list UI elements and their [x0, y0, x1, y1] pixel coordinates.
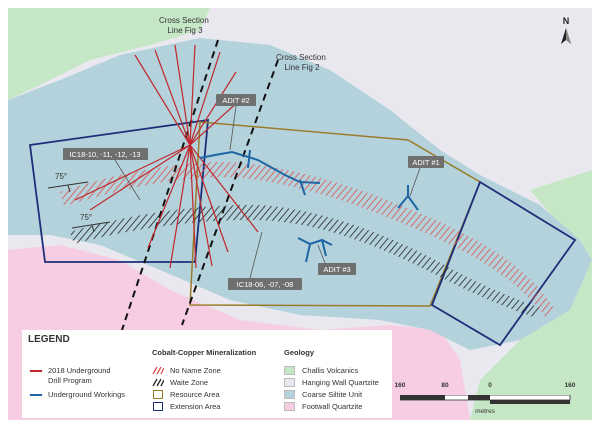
challis-volcanics-area: [8, 8, 210, 100]
drill-label-north-text: IC18-10, -11, -12, -13: [69, 150, 140, 159]
blue-line-icon: [30, 390, 42, 399]
cross-section-fig3-label: Cross Section Line Fig 3: [159, 16, 211, 35]
red-line-icon: [30, 366, 42, 375]
legend-waite-zone-label: Waite Zone: [170, 378, 209, 387]
legend-extension-area-label: Extension Area: [170, 402, 221, 411]
red-hatch-icon: [152, 366, 165, 375]
legend-drill-program: 2018 Underground Drill Program: [30, 366, 140, 386]
legend-no-name-zone: No Name Zone: [152, 366, 221, 375]
cross-section-line-fig3: [121, 39, 219, 331]
scale-tick-1: 160: [394, 382, 406, 389]
drill-label-north: IC18-10, -11, -12, -13: [63, 148, 148, 201]
cross-section-fig3-line2: Line Fig 3: [167, 26, 203, 35]
cross-section-fig3-line1: Cross Section: [159, 16, 209, 25]
legend-underground-workings-label: Underground Workings: [48, 390, 125, 399]
dip-symbol-south: 75°: [71, 213, 111, 233]
dip-label-south: 75°: [80, 213, 92, 222]
adit-3-label: ADIT #3: [323, 265, 350, 274]
challis-volcanics-area-east: [470, 170, 592, 420]
legend-resource-area: Resource Area: [152, 390, 220, 399]
cross-section-fig2-line2: Line Fig 2: [284, 63, 320, 72]
adit-2-label: ADIT #2: [222, 96, 249, 105]
legend-footwall-label: Footwall Quartzite: [302, 402, 363, 411]
drill-label-south-text: IC18-06, -07, -08: [237, 280, 294, 289]
cross-section-fig2-line1: Cross Section: [276, 53, 326, 62]
legend-coarse-siltite-label: Coarse Siltite Unit: [302, 390, 363, 399]
cross-section-line-fig2: [181, 59, 279, 326]
legend-no-name-zone-label: No Name Zone: [170, 366, 221, 375]
extension-area-west: [28, 118, 209, 263]
legend-footwall: Footwall Quartzite: [284, 402, 362, 411]
adit-3-tag: ADIT #3: [317, 244, 356, 275]
cross-section-fig2-label: Cross Section Line Fig 2: [276, 53, 328, 72]
gold-box-icon: [152, 390, 164, 399]
hanging-wall-swatch: [284, 378, 296, 387]
legend-coarse-siltite: Coarse Siltite Unit: [284, 390, 362, 399]
legend-title: LEGEND: [28, 334, 70, 345]
legend-challis-volcanics-label: Challis Volcanics: [302, 366, 359, 375]
scale-unit: metres: [475, 408, 495, 415]
legend-mineralization-heading: Cobalt-Copper Mineralization: [152, 348, 257, 357]
legend-underground-workings: Underground Workings: [30, 390, 125, 399]
adit-2-tag: ADIT #2: [216, 94, 256, 151]
legend-drill-program-label: 2018 Underground Drill Program: [48, 366, 111, 385]
legend-extension-area: Extension Area: [152, 402, 220, 411]
scale-bar-graphic: [400, 395, 571, 404]
siltite-swatch: [284, 390, 296, 399]
adit-1-tag: ADIT #1: [408, 156, 444, 197]
footwall-swatch: [284, 402, 296, 411]
legend-hanging-wall: Hanging Wall Quartzite: [284, 378, 379, 387]
legend: LEGEND 2018 Underground Drill Program Un…: [22, 330, 392, 418]
adit-1-label: ADIT #1: [412, 158, 439, 167]
drill-label-south: IC18-06, -07, -08: [228, 231, 302, 290]
drill-holes: [74, 44, 259, 269]
dip-label-north: 75°: [55, 172, 67, 181]
legend-challis-volcanics: Challis Volcanics: [284, 366, 358, 375]
legend-hanging-wall-label: Hanging Wall Quartzite: [302, 378, 379, 387]
challis-swatch: [284, 366, 296, 375]
north-arrow-icon: N: [561, 16, 571, 44]
black-hatch-icon: [152, 378, 165, 387]
legend-geology-heading: Geology: [284, 348, 315, 357]
navy-box-icon: [152, 402, 164, 411]
scale-tick-3: 0: [488, 382, 492, 389]
legend-resource-area-label: Resource Area: [170, 390, 220, 399]
extension-area-east: [430, 180, 577, 347]
scale-bar: 160 80 0 160 metres: [394, 382, 576, 418]
scale-tick-2: 80: [441, 382, 449, 389]
north-label: N: [563, 16, 570, 26]
no-name-zone: [60, 162, 555, 318]
dip-symbol-north: 75°: [47, 172, 89, 193]
underground-workings: [199, 149, 419, 263]
legend-waite-zone: Waite Zone: [152, 378, 208, 387]
scale-tick-4: 160: [564, 382, 576, 389]
